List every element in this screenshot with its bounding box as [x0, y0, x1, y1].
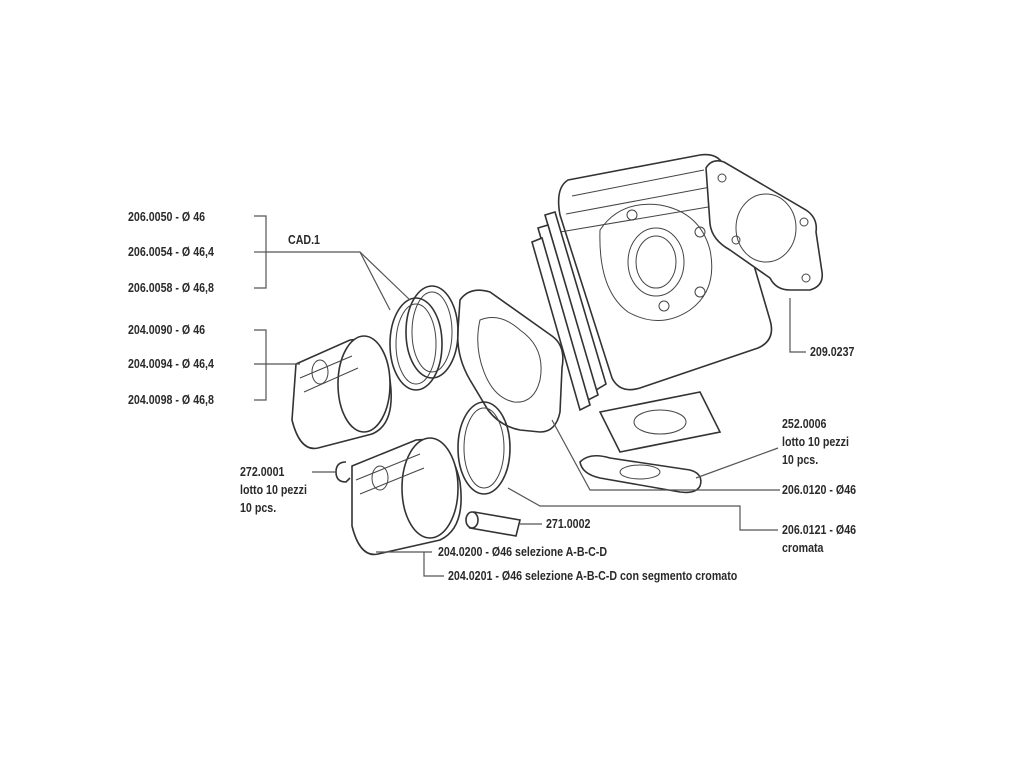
label-piston-46-4: 204.0094 - Ø 46,4 — [128, 356, 214, 371]
piston-rings-lower-illustration — [457, 401, 511, 495]
label-piston-46-8: 204.0098 - Ø 46,8 — [128, 392, 214, 407]
label-cylinder-chrome-note: cromata — [782, 540, 824, 555]
piston-rings-upper-illustration — [389, 285, 459, 391]
label-head-gasket: 209.0237 — [810, 344, 855, 359]
label-ring-46-4: 206.0054 - Ø 46,4 — [128, 244, 214, 259]
label-exhaust-gasket-pcs: 10 pcs. — [782, 452, 819, 467]
circlip-illustration — [335, 461, 351, 483]
piston-lower-illustration — [351, 437, 462, 556]
exhaust-gasket-illustration — [579, 454, 702, 494]
label-cylinder-chrome: 206.0121 - Ø46 — [782, 522, 857, 537]
label-ring-46-8: 206.0058 - Ø 46,8 — [128, 280, 214, 295]
label-clip-pcs: 10 pcs. — [240, 500, 277, 515]
label-cylinder: 206.0120 - Ø46 — [782, 482, 857, 497]
label-piston-selection: 204.0200 - Ø46 selezione A-B-C-D — [438, 544, 608, 559]
label-exhaust-gasket-lot: lotto 10 pezzi — [782, 434, 849, 449]
base-gasket-illustration — [456, 289, 564, 433]
piston-upper-illustration — [291, 335, 392, 450]
label-cad: CAD.1 — [288, 232, 320, 247]
label-piston-46: 204.0090 - Ø 46 — [128, 322, 206, 337]
piston-pin-illustration — [465, 511, 521, 537]
label-ring-46: 206.0050 - Ø 46 — [128, 209, 206, 224]
label-piston-pin: 271.0002 — [546, 516, 591, 531]
label-exhaust-gasket-code: 252.0006 — [782, 416, 827, 431]
leader-lines — [254, 215, 806, 577]
label-clip-code: 272.0001 — [240, 464, 285, 479]
label-piston-selection-chrome: 204.0201 - Ø46 selezione A-B-C-D con seg… — [448, 568, 738, 583]
label-clip-lot: lotto 10 pezzi — [240, 482, 307, 497]
head-gasket-illustration — [705, 160, 824, 291]
